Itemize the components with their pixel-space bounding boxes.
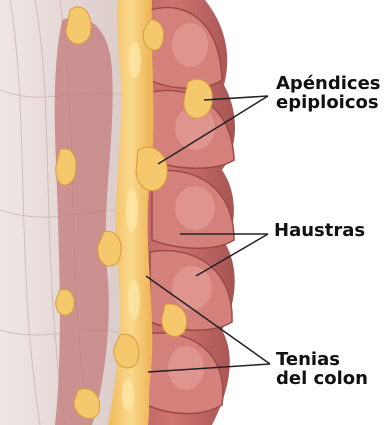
colon-back-segment — [55, 17, 113, 425]
label-line-1: Haustras — [274, 221, 365, 240]
label-line-1: Apéndices — [276, 74, 380, 93]
label-line-1: Tenias — [276, 350, 368, 369]
label-taeniae-coli: Tenias del colon — [276, 350, 368, 388]
label-epiploic-appendices: Apéndices epiploicos — [276, 74, 380, 112]
label-line-2: epiploicos — [276, 93, 380, 112]
label-haustra: Haustras — [274, 221, 365, 240]
label-line-2: del colon — [276, 369, 368, 388]
